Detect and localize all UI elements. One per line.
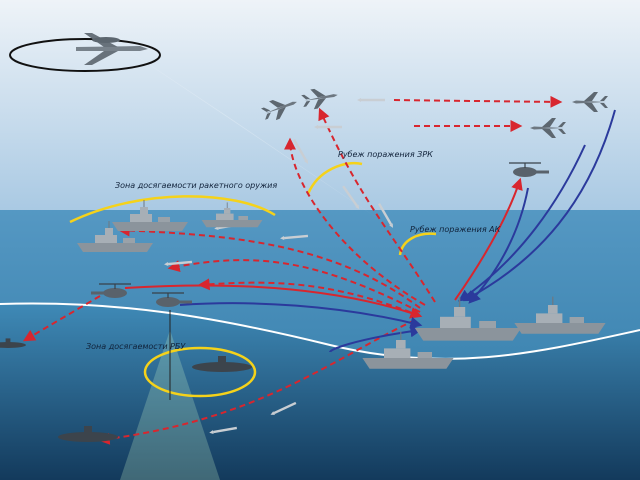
threat-trajectories xyxy=(22,95,563,445)
sky xyxy=(0,0,640,212)
sam-line-arc xyxy=(306,161,363,195)
defense-trajectories xyxy=(124,109,616,353)
underwater-zone xyxy=(0,303,640,480)
rbu-zone-label: Зона досягаемости РБУ xyxy=(86,342,186,351)
waterline-curve xyxy=(0,302,640,360)
awacs-radar-beam xyxy=(120,45,380,220)
gun-line-label: Рубеж поражения АК xyxy=(410,225,501,234)
missile-zone-label: Зона досягаемости ракетного оружия xyxy=(115,181,278,190)
sonar-beam xyxy=(120,330,220,480)
rbu-zone-ellipse xyxy=(143,346,257,398)
awacs-aircraft-icon xyxy=(76,33,148,65)
awacs-orbit xyxy=(9,38,161,72)
missile-zone-arc xyxy=(69,195,276,224)
sam-line-label: Рубеж поражения ЗРК xyxy=(338,150,433,159)
